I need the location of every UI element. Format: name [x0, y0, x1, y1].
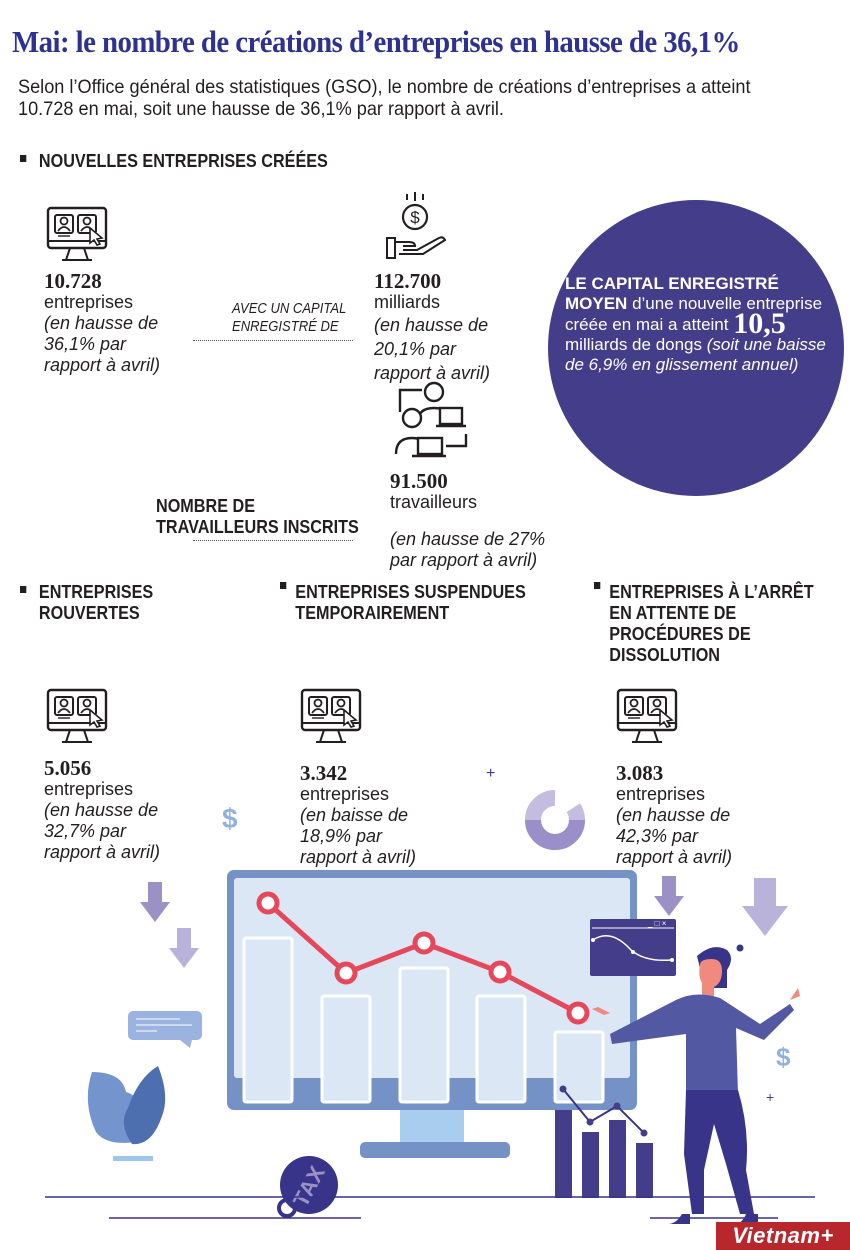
dissolution-stat: 3.083 entreprises (en hausse de 42,3% pa… [616, 761, 733, 867]
page-title: Mai: le nombre de créations d’entreprise… [12, 24, 740, 59]
plant-leaves-icon [87, 1066, 166, 1161]
down-arrow-icon [742, 878, 788, 936]
plus-icon: + [766, 1089, 774, 1105]
presenter-person-icon [592, 947, 800, 1226]
donut-chart-icon [525, 789, 585, 850]
capital-label: AVEC UN CAPITAL ENREGISTRÉ DE [232, 301, 347, 335]
dollar-icon: $ [222, 803, 238, 834]
highlight-circle [548, 200, 844, 496]
money-hand-icon: $ [386, 192, 447, 259]
section-heading-dissolution: ENTREPRISES À L’ARRÊT EN ATTENTE DE PROC… [594, 582, 846, 666]
bullet-icon [20, 155, 27, 162]
graph-window-icon: _ □ × [590, 919, 676, 976]
svg-text:$: $ [410, 208, 420, 227]
dollar-icon: $ [776, 1042, 791, 1072]
mini-bar-chart-icon [555, 1085, 653, 1198]
highlight-text: LE CAPITAL ENREGISTRÉ MOYEN d’une nouvel… [565, 274, 826, 374]
workers-icon [394, 381, 468, 458]
business-illustration: $ + [45, 765, 815, 1226]
workers-stat: 91.500 travailleurs (en hausse de 27% pa… [390, 469, 546, 570]
new-enterprises-stat: 10.728 entreprises (en hausse de 36,1% p… [44, 269, 161, 375]
dotted-divider [193, 340, 353, 341]
down-arrow-icon [169, 928, 199, 968]
section-heading-new: NOUVELLES ENTREPRISES CRÉÉES [20, 151, 328, 172]
monitor-users-icon [616, 688, 678, 744]
svg-text:_ □ ×: _ □ × [647, 919, 667, 928]
plus-icon: + [486, 765, 495, 782]
tax-weight-icon: TAX [277, 1156, 338, 1218]
section-heading-suspended: ENTREPRISES SUSPENDUES TEMPORAIREMENT [280, 582, 559, 624]
reopened-stat: 5.056 entreprises (en hausse de 32,7% pa… [44, 756, 161, 862]
down-arrow-icon [654, 876, 684, 916]
suspended-stat: 3.342 entreprises (en baisse de 18,9% pa… [300, 761, 417, 867]
monitor-users-icon [46, 206, 108, 262]
monitor-users-icon [46, 688, 108, 744]
down-arrow-icon [140, 882, 170, 922]
section-heading-reopened: ENTREPRISES ROUVERTES [20, 582, 200, 624]
monitor-users-icon [300, 688, 362, 744]
chart-monitor-icon [227, 870, 637, 1158]
intro-text: Selon l’Office général des statistiques … [18, 76, 751, 120]
workers-label: NOMBRE DE TRAVAILLEURS INSCRITS [156, 496, 359, 537]
vietnamplus-logo: Vietnam+ [716, 1222, 850, 1250]
dotted-divider [193, 540, 353, 541]
capital-stat: 112.700 milliards (en hausse de 20,1% pa… [374, 269, 491, 383]
chat-bubble-icon [128, 1011, 202, 1048]
